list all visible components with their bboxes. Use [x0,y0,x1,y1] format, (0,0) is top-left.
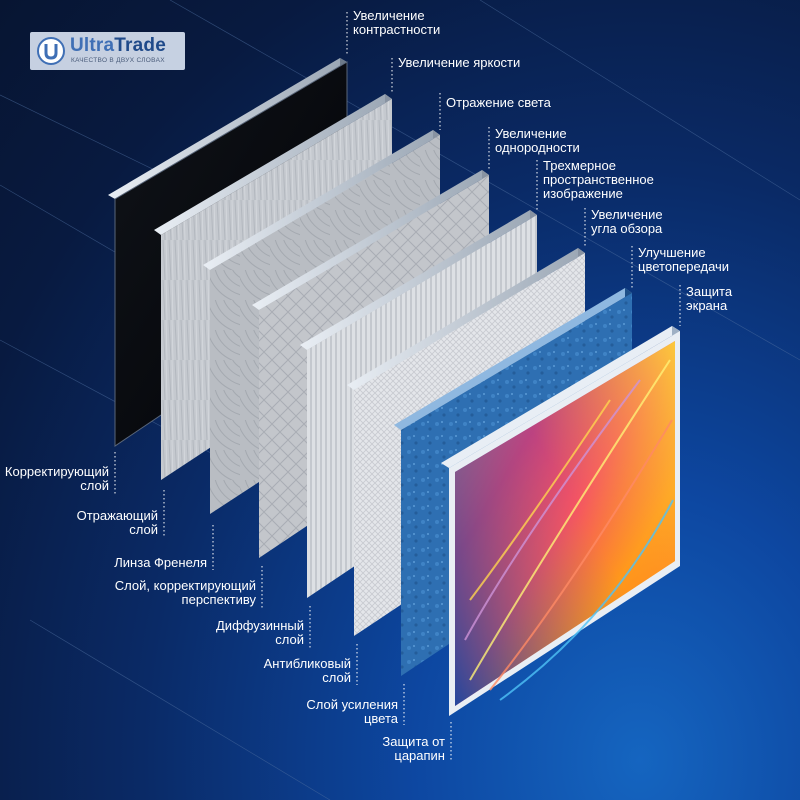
layer-callouts [114,452,452,762]
layer-color-enhance: Слой усиления цвета [306,697,398,726]
layer-diffuser: Диффузинный слой [216,618,304,647]
benefit-light-reflection: Отражение света [446,95,551,110]
benefit-callouts [346,12,681,326]
brand-logo: UltraTrade КАЧЕСТВО В ДВУХ СЛОВАХ [30,32,185,70]
benefit-contrast: Увеличение контрастности [353,8,441,37]
brand-tagline: КАЧЕСТВО В ДВУХ СЛОВАХ [71,57,165,64]
layer-antiglare: Антибликовый слой [263,656,351,685]
layer-reflective: Отражающий слой [76,508,158,537]
benefit-3d-image: Трехмерное пространственное изображение [543,158,654,201]
benefit-color-rendering: Улучшение цветопередачи [638,245,730,274]
layer-corrective: Корректирующий слой [4,464,109,493]
layer-scratch-protection: Защита от царапин [382,734,445,763]
circle-u-logo-icon [37,37,65,65]
benefit-brightness: Увеличение яркости [398,55,521,70]
benefit-viewing-angle: Увеличение угла обзора [591,207,663,236]
layer-fresnel: Линза Френеля [114,555,207,570]
brand-name: UltraTrade [70,35,166,56]
benefit-screen-protection: Защита экрана [686,284,733,313]
benefit-uniformity: Увеличение однородности [495,126,580,155]
scratch-protection-plate [441,326,680,716]
layer-perspective: Слой, корректирующий перспективу [114,578,256,607]
